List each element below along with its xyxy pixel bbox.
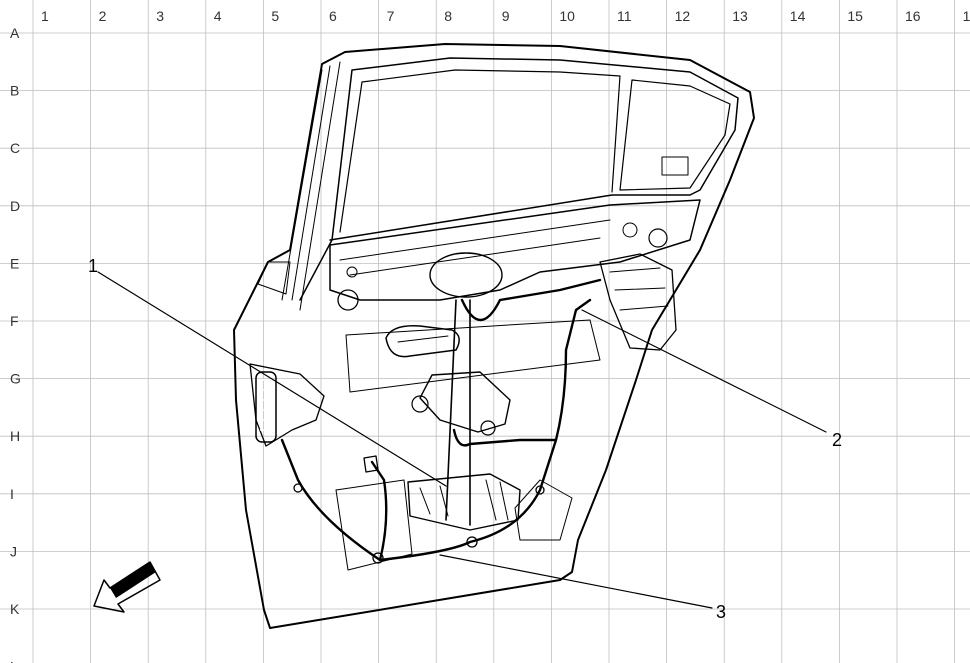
harness-connector	[363, 455, 379, 473]
leader-lines	[97, 271, 827, 609]
callout-1: 1	[88, 256, 98, 276]
column-label: 9	[502, 8, 510, 24]
column-label: 11	[617, 8, 632, 24]
column-label: 12	[675, 8, 691, 24]
column-label: 15	[847, 8, 863, 24]
row-label: G	[10, 371, 21, 387]
switch-bracket	[249, 363, 325, 447]
column-label: 5	[271, 8, 279, 24]
callout-3: 3	[716, 602, 726, 622]
harness-clip	[293, 483, 303, 493]
belt-detail	[339, 219, 611, 276]
lower-right-pad	[514, 479, 573, 541]
harness-clip	[535, 485, 545, 495]
latch-detail	[609, 267, 669, 311]
row-label: C	[10, 140, 20, 156]
row-label: K	[10, 601, 20, 617]
harness-clip	[466, 536, 478, 548]
label-plate	[661, 156, 689, 176]
column-label: 14	[790, 8, 806, 24]
window-rear-glass	[619, 79, 731, 191]
fastener	[648, 228, 668, 248]
row-label: L	[10, 659, 18, 663]
column-label: 7	[387, 8, 395, 24]
window-motor	[419, 371, 511, 433]
vapor-barrier-panel	[345, 319, 601, 393]
column-label: 2	[99, 8, 107, 24]
mirror-mount	[257, 261, 291, 295]
row-label: D	[10, 198, 20, 214]
column-label: 4	[214, 8, 222, 24]
fastener	[622, 222, 638, 238]
regulator-rail	[445, 299, 471, 526]
column-label: 10	[559, 8, 575, 24]
row-labels: A B C D E F G H I J K L	[10, 25, 21, 663]
column-label: 3	[156, 8, 164, 24]
regulator-hub	[429, 252, 503, 298]
window-glass-edge	[339, 69, 621, 233]
motor-mount	[411, 395, 429, 413]
speaker-fins	[419, 479, 509, 521]
harness-clip	[372, 552, 384, 564]
handle-lever	[397, 335, 449, 343]
column-label: 6	[329, 8, 337, 24]
row-label: A	[10, 25, 20, 41]
door-speaker	[407, 473, 521, 531]
window-frame	[299, 57, 739, 301]
frame-channel	[281, 61, 341, 311]
leader-line-1	[97, 271, 447, 487]
arrow-shade	[110, 562, 156, 598]
callout-2: 2	[832, 430, 842, 450]
column-label: 8	[444, 8, 452, 24]
row-label: F	[10, 313, 19, 329]
hinge-bracket	[337, 289, 359, 311]
lower-left-pad	[335, 479, 413, 571]
leader-line-3	[439, 554, 713, 609]
wiring-harness	[280, 278, 602, 562]
inside-handle	[385, 325, 460, 358]
switch-ribs	[260, 379, 272, 431]
column-label: 16	[905, 8, 921, 24]
column-label: 1	[41, 8, 49, 24]
row-label: H	[10, 428, 20, 444]
column-label: 17	[963, 8, 970, 24]
column-labels: 1234567891011121314151617	[41, 8, 970, 24]
door-latch	[599, 253, 677, 351]
fastener	[346, 266, 358, 278]
row-label: E	[10, 255, 19, 271]
door-illustration	[93, 43, 755, 629]
row-label: J	[10, 543, 17, 559]
motor-mount	[480, 420, 496, 436]
row-label: I	[10, 486, 14, 502]
column-label: 13	[732, 8, 748, 24]
door-outer-panel	[233, 43, 755, 629]
inner-belt-rail	[329, 199, 701, 301]
switch-module	[255, 371, 277, 443]
leader-line-2	[581, 309, 827, 433]
row-label: B	[10, 83, 19, 99]
